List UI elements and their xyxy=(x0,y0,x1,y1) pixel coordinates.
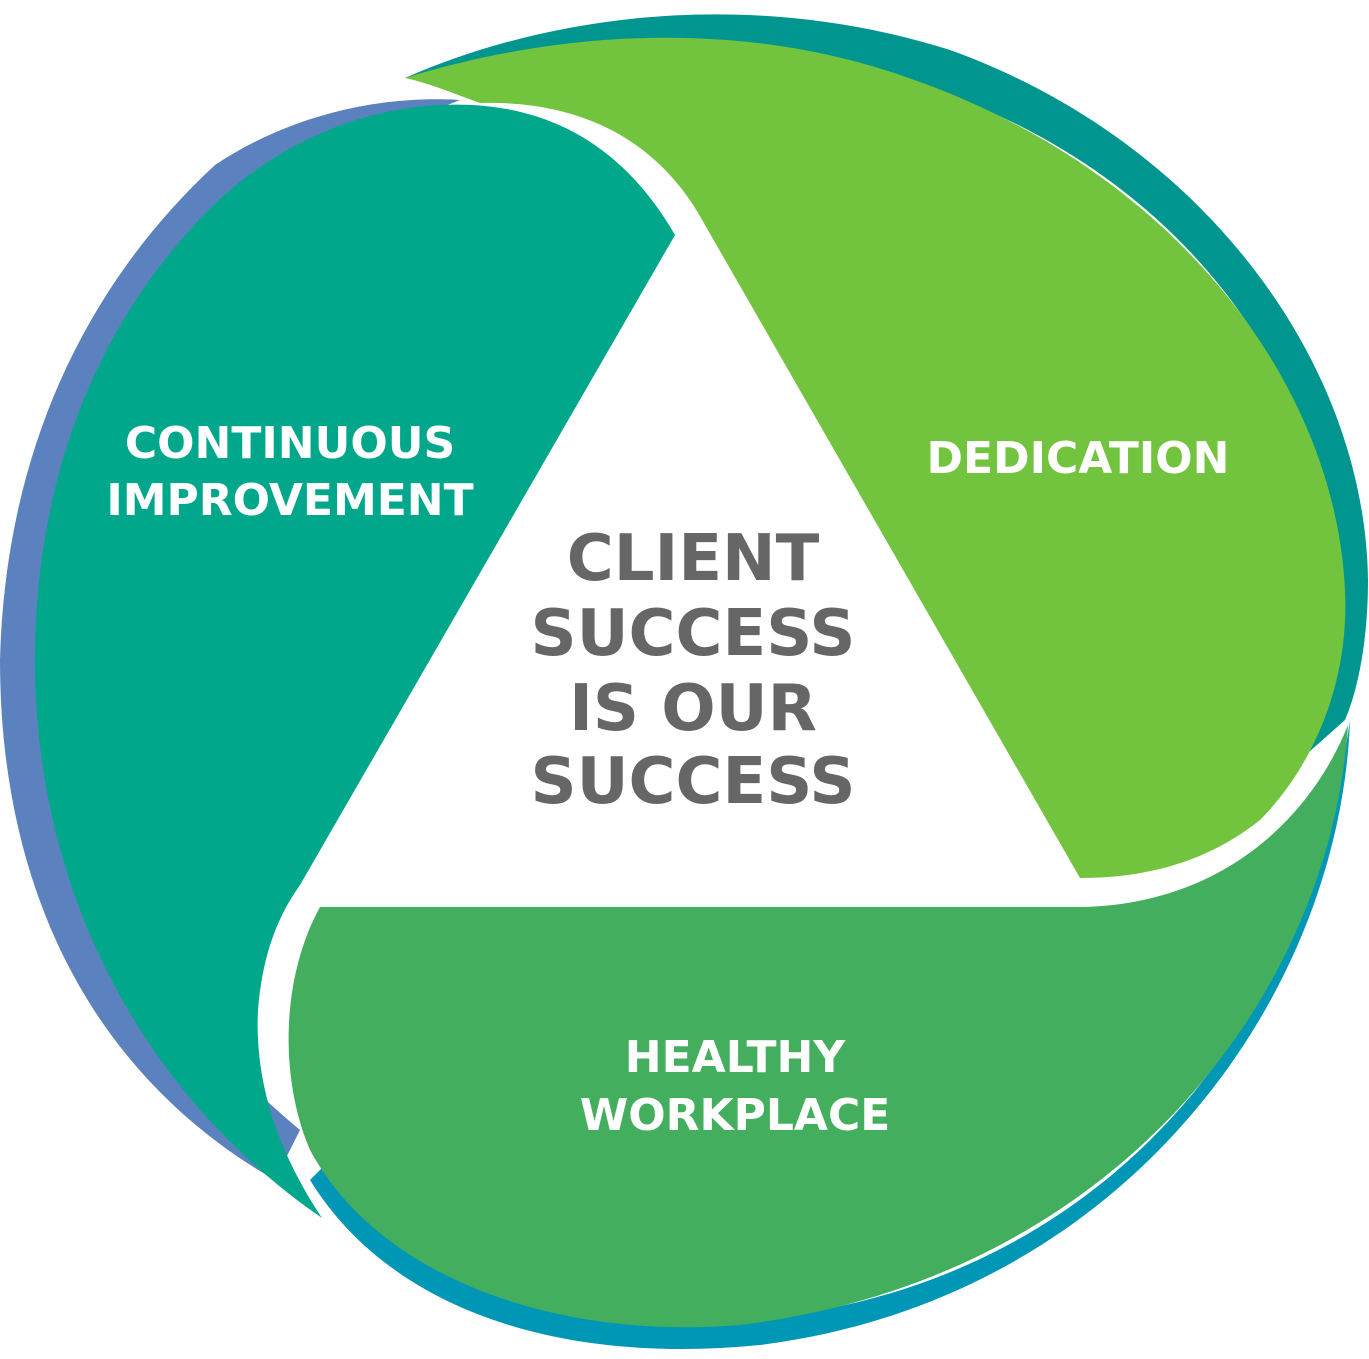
segment-healthy-workplace xyxy=(288,725,1348,1328)
segment-continuous-improvement xyxy=(35,104,675,1219)
label-workplace: WORKPLACE xyxy=(580,1090,891,1141)
center-line-4: SUCCESS xyxy=(530,745,855,819)
label-healthy: HEALTHY xyxy=(625,1032,847,1083)
label-improvement: IMPROVEMENT xyxy=(106,475,473,526)
center-line-2: SUCCESS xyxy=(530,597,855,671)
center-line-1: CLIENT xyxy=(567,522,820,596)
label-continuous: CONTINUOUS xyxy=(125,418,455,469)
segment-dedication xyxy=(405,37,1346,878)
label-dedication: DEDICATION xyxy=(926,433,1229,484)
center-line-3: IS OUR xyxy=(569,672,817,746)
